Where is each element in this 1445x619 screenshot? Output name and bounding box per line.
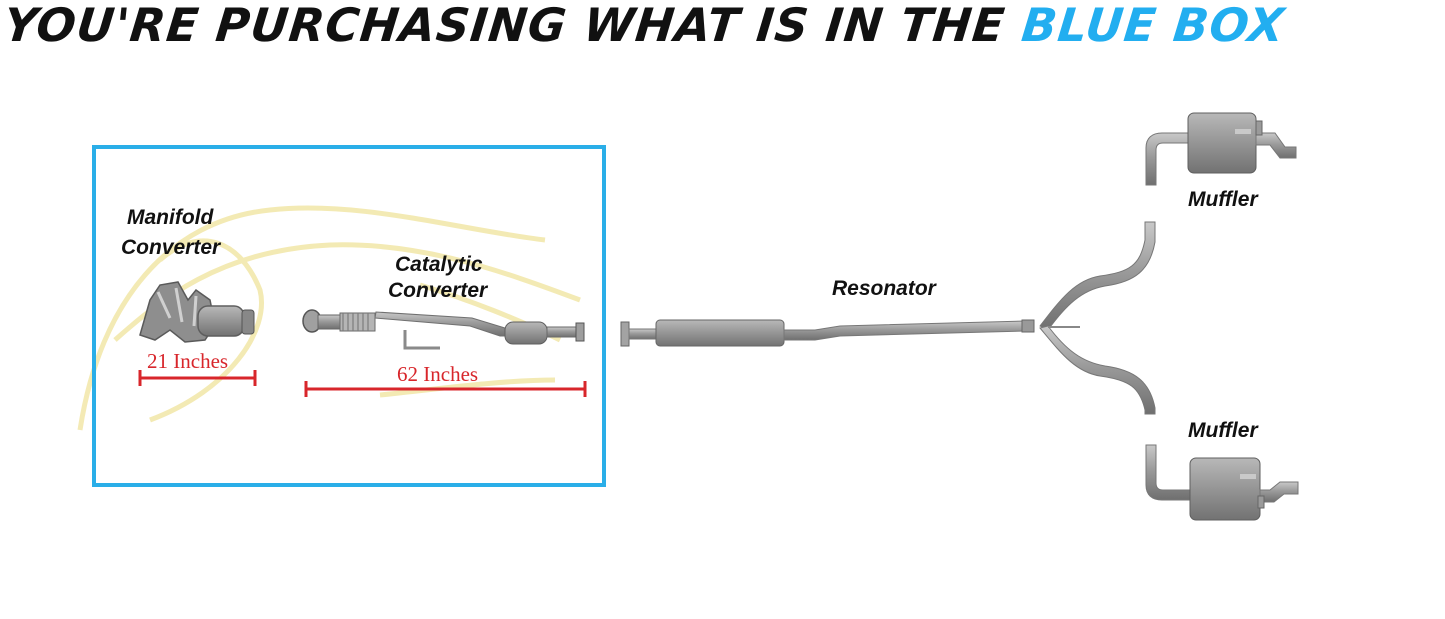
manifold-converter-label: Manifold: [127, 205, 213, 230]
resonator-pipe: [620, 221, 1156, 415]
manifold-length-label: 21 Inches: [147, 349, 229, 373]
muffler-bottom-label: Muffler: [1188, 419, 1258, 442]
manifold-converter-label-line2: Converter: [121, 236, 221, 259]
catalytic-length-label: 62 Inches: [397, 362, 479, 386]
manifold-converter-label-line1: Manifold: [127, 206, 214, 229]
muffler-top-label: Muffler: [1188, 188, 1258, 211]
catalytic-converter-part: [302, 309, 585, 350]
muffler-bottom-part: [1145, 444, 1299, 521]
manifold-converter-part: [139, 281, 255, 343]
catalytic-converter-label-line1: Catalytic: [395, 253, 483, 276]
catalytic-converter-label-2: Converter: [388, 278, 487, 303]
muffler-top-part: [1145, 112, 1297, 186]
catalytic-converter-label: Catalytic: [395, 252, 483, 277]
blue-box-frame: [92, 145, 606, 487]
catalytic-converter-label-line2: Converter: [388, 279, 488, 302]
manifold-converter-label-2: Converter: [121, 235, 220, 260]
manifold-measure-line: [138, 370, 257, 386]
resonator-label: Resonator: [832, 277, 936, 300]
catalytic-measure-line: [304, 381, 587, 397]
